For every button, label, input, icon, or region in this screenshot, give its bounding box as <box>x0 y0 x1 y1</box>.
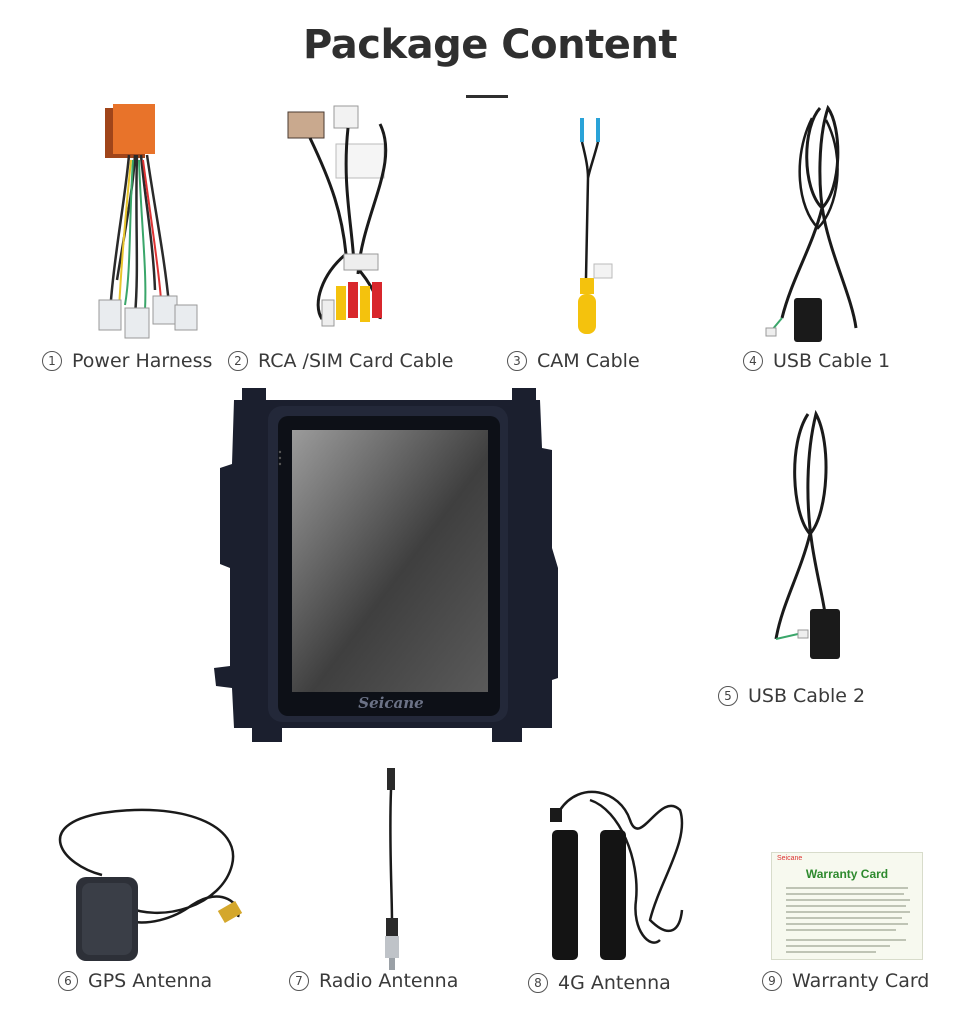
item-label: RCA /SIM Card Cable <box>258 350 454 372</box>
card-text-line <box>786 911 910 913</box>
caption-radio-antenna: 7 Radio Antenna <box>289 970 458 992</box>
car-radio-head-unit: Seicane <box>212 388 562 750</box>
usb-cable-1-image <box>762 98 872 348</box>
item-label: GPS Antenna <box>88 970 213 992</box>
item-label: CAM Cable <box>537 350 640 372</box>
gps-antenna-image <box>42 805 252 970</box>
item-label: USB Cable 1 <box>773 350 891 372</box>
card-text-line <box>786 929 896 931</box>
caption-rca-sim-cable: 2 RCA /SIM Card Cable <box>228 350 453 372</box>
card-text-line <box>786 923 908 925</box>
cam-cable-image <box>560 98 620 343</box>
number-badge: 9 <box>762 971 782 991</box>
caption-power-harness: 1 Power Harness <box>42 350 212 372</box>
item-label: Radio Antenna <box>319 970 459 992</box>
number-badge: 8 <box>528 973 548 993</box>
radio-antenna-image <box>372 762 412 972</box>
number-badge: 7 <box>289 971 309 991</box>
warranty-card-image: Seicane Warranty Card <box>771 852 923 960</box>
card-title: Warranty Card <box>805 867 889 881</box>
number-badge: 4 <box>743 351 763 371</box>
card-brand: Seicane <box>777 855 803 862</box>
item-label: Warranty Card <box>792 970 930 992</box>
page-title: Package Content <box>303 22 677 68</box>
number-badge: 2 <box>228 351 248 371</box>
card-text-line <box>786 893 904 895</box>
card-text-line <box>786 887 908 889</box>
caption-gps-antenna: 6 GPS Antenna <box>58 970 212 992</box>
rca-sim-cable-image <box>282 104 402 344</box>
item-label: 4G Antenna <box>558 972 671 994</box>
card-text-line <box>786 945 890 947</box>
item-label: Power Harness <box>72 350 213 372</box>
number-badge: 3 <box>507 351 527 371</box>
caption-usb-cable-1: 4 USB Cable 1 <box>743 350 890 372</box>
caption-cam-cable: 3 CAM Cable <box>507 350 640 372</box>
card-text-line <box>786 951 876 953</box>
card-text-line <box>786 899 910 901</box>
usb-cable-2-image <box>762 404 862 666</box>
title-divider <box>466 95 508 98</box>
number-badge: 1 <box>42 351 62 371</box>
power-harness-image <box>95 100 205 345</box>
number-badge: 5 <box>718 686 738 706</box>
caption-usb-cable-2: 5 USB Cable 2 <box>718 685 865 707</box>
4g-antenna-image <box>540 780 690 970</box>
card-text-line <box>786 939 906 941</box>
caption-4g-antenna: 8 4G Antenna <box>528 972 671 994</box>
card-text-line <box>786 917 902 919</box>
brand-logo: Seicane <box>358 694 424 712</box>
caption-warranty-card: 9 Warranty Card <box>762 970 929 992</box>
card-text-line <box>786 905 906 907</box>
number-badge: 6 <box>58 971 78 991</box>
item-label: USB Cable 2 <box>748 685 866 707</box>
